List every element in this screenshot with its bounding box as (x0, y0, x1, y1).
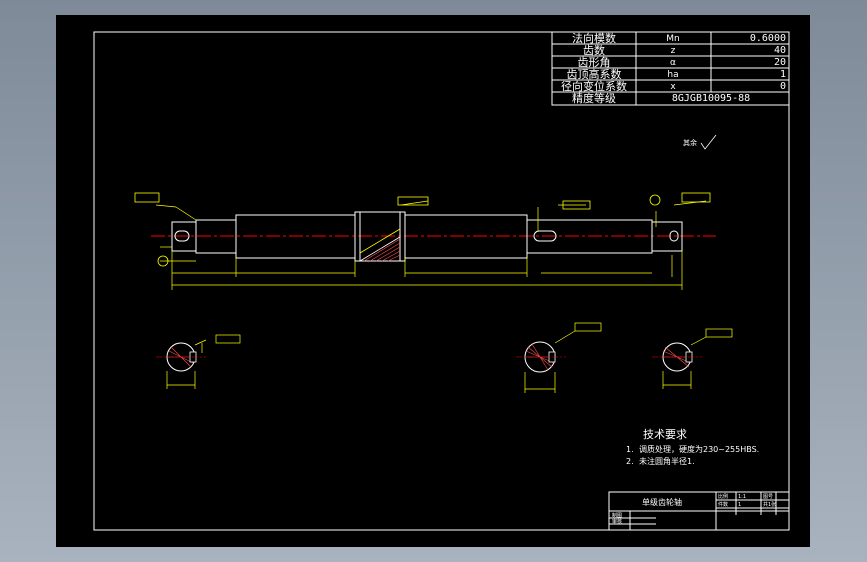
param-value: 0 (780, 81, 786, 92)
title-cell-checked: 审核 (612, 518, 622, 525)
tech-req-item: 未注圆角半径1. (639, 456, 695, 466)
param-name: 齿数 (583, 44, 605, 57)
section-view-middle (516, 322, 602, 393)
accuracy-value: 8GJGB10095-88 (672, 93, 750, 104)
title-cell-qty: 1 (738, 502, 741, 508)
param-value: 1 (780, 69, 786, 80)
roughness-note-label: 其余 (683, 138, 697, 147)
param-name: 齿形角 (578, 56, 611, 69)
param-symbol: Mn (666, 34, 679, 44)
tech-req-num: 2. (626, 457, 634, 466)
title-cell-drawing-no: 图号 (763, 494, 773, 500)
dimension-lines (155, 200, 707, 290)
param-name: 法向模数 (572, 31, 616, 45)
section-view-left (156, 334, 241, 389)
drawing-sheet: 法向模数 Mn 0.6000 齿数 z 40 齿形角 α 20 齿顶高系数 ha… (56, 15, 810, 547)
param-name: 径向变位系数 (561, 79, 627, 93)
cad-drawing: 法向模数 Mn 0.6000 齿数 z 40 齿形角 α 20 齿顶高系数 ha… (93, 31, 790, 531)
tech-req-title: 技术要求 (643, 428, 687, 441)
keyway-right (533, 230, 557, 242)
param-symbol: x (670, 82, 676, 92)
inner-frame (93, 31, 790, 531)
gear-section-hatch (358, 228, 401, 262)
part-name: 单级齿轮轴 (642, 497, 682, 507)
tech-requirements: 技术要求 1. 调质处理，硬度为230~255HBS. 2. 未注圆角半径1. (626, 428, 759, 466)
tech-req-item: 调质处理，硬度为230~255HBS. (639, 444, 759, 454)
title-cell-qty-label: 件数 (718, 501, 728, 508)
param-symbol: z (671, 46, 676, 56)
param-symbol: ha (667, 70, 678, 80)
shaft-main-view (151, 211, 716, 262)
section-view-right (652, 328, 733, 389)
title-cell-scale-label: 比例 (718, 493, 728, 500)
title-cell-scale: 1:1 (738, 494, 746, 500)
keyway-left (174, 230, 190, 242)
roughness-symbol-icon (700, 134, 717, 150)
param-value: 0.6000 (750, 33, 786, 44)
accuracy-label: 精度等级 (572, 91, 616, 105)
param-name: 齿顶高系数 (567, 67, 622, 81)
tech-req-num: 1. (626, 445, 634, 454)
roughness-note: 其余 (683, 134, 717, 150)
param-value: 20 (774, 57, 786, 68)
title-cell-drawn: 制图 (612, 512, 622, 519)
title-cell-sheets: 共1张 (763, 501, 776, 508)
keyway-end (669, 230, 679, 242)
title-block: 单级齿轮轴 比例 1:1 图号 件数 1 共1张 制图 审核 (608, 491, 790, 531)
param-symbol: α (670, 58, 676, 68)
dimension-boxes (134, 192, 711, 267)
gear-params-table: 法向模数 Mn 0.6000 齿数 z 40 齿形角 α 20 齿顶高系数 ha… (551, 31, 790, 106)
param-value: 40 (774, 45, 786, 56)
